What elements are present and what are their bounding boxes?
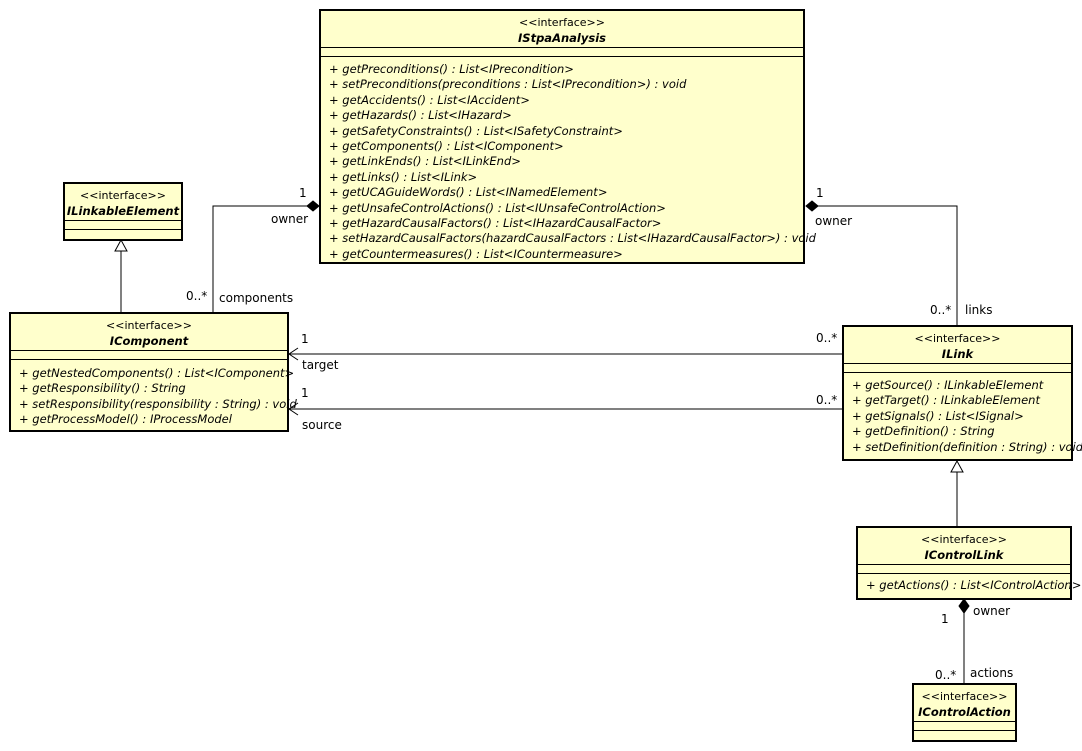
role-label: target <box>302 358 339 372</box>
attributes-separator <box>914 721 1015 722</box>
attributes-separator <box>858 564 1070 565</box>
composition-diamond-actions <box>958 598 970 614</box>
operation: + getUnsafeControlActions() : List<IUnsa… <box>329 200 666 215</box>
stereotype-label: <<interface>> <box>914 332 1001 345</box>
role-label: owner <box>815 214 853 228</box>
operation: + setPreconditions(preconditions : List<… <box>329 77 687 92</box>
class-name: IControlAction <box>918 705 1011 719</box>
role-label: actions <box>970 666 1014 680</box>
class-icontrolaction[interactable]: <<interface>> IControlAction <box>912 683 1017 742</box>
operation: + getLinkEnds() : List<ILinkEnd> <box>329 154 521 169</box>
stereotype-label: <<interface>> <box>80 189 166 202</box>
stereotype-label: <<interface>> <box>519 16 605 29</box>
operation: + getAccidents() : List<IAccident> <box>329 92 530 107</box>
multiplicity-label: 1 <box>941 612 949 626</box>
generalization-arrow-linkable <box>114 238 128 252</box>
operation: + getUCAGuideWords() : List<INamedElemen… <box>329 185 608 200</box>
operation: + getCountermeasures() : List<ICounterme… <box>329 246 623 261</box>
operations-separator <box>858 573 1070 574</box>
attributes-separator <box>844 363 1071 364</box>
operation: + getSource() : ILinkableElement <box>852 378 1044 392</box>
multiplicity-label: 0..* <box>186 289 208 303</box>
operation: + getSafetyConstraints() : List<ISafetyC… <box>329 123 623 138</box>
role-label: owner <box>973 604 1011 618</box>
operation: + getNestedComponents() : List<IComponen… <box>19 366 295 380</box>
stereotype-label: <<interface>> <box>921 690 1008 703</box>
class-ilinkableelement[interactable]: <<interface>> ILinkableElement <box>63 182 183 241</box>
multiplicity-label: 0..* <box>816 331 838 345</box>
operations-list: + getSource() : ILinkableElement + getTa… <box>852 378 1082 455</box>
class-name: IControlLink <box>924 548 1004 562</box>
class-istpaanalysis[interactable]: <<interface>> IStpaAnalysis + getPrecond… <box>319 9 816 264</box>
operation: + getPreconditions() : List<IPreconditio… <box>329 62 574 76</box>
multiplicity-label: 1 <box>301 386 309 400</box>
attributes-separator <box>321 47 803 48</box>
operation: + getComponents() : List<IComponent> <box>329 139 564 154</box>
multiplicity-label: 1 <box>299 186 307 200</box>
multiplicity-label: 0..* <box>816 393 838 407</box>
operation: + getActions() : List<IControlAction> <box>866 578 1082 592</box>
operation: + getTarget() : ILinkableElement <box>852 393 1040 408</box>
operations-separator <box>65 229 181 230</box>
operations-separator <box>844 372 1071 373</box>
class-name: IComponent <box>109 334 189 348</box>
multiplicity-label: 0..* <box>930 303 952 317</box>
composition-diamond-links <box>805 200 819 212</box>
attributes-separator <box>65 220 181 221</box>
multiplicity-label: 1 <box>301 332 309 346</box>
operation: + getSignals() : List<ISignal> <box>852 408 1024 423</box>
arrowhead-target <box>288 347 299 361</box>
operations-list: + getActions() : List<IControlAction> <box>866 578 1082 593</box>
operation: + getHazardCausalFactors() : List<IHazar… <box>329 216 662 231</box>
multiplicity-label: 0..* <box>935 668 957 682</box>
class-name: IStpaAnalysis <box>518 31 606 45</box>
operations-list: + getNestedComponents() : List<IComponen… <box>19 366 297 428</box>
operation: + setResponsibility(responsibility : Str… <box>19 396 297 411</box>
operation: + setHazardCausalFactors(hazardCausalFac… <box>329 231 816 246</box>
operation: + setDefinition(definition : String) : v… <box>852 439 1082 454</box>
operation: + getHazards() : List<IHazard> <box>329 108 512 123</box>
stereotype-label: <<interface>> <box>106 319 192 332</box>
composition-components-line <box>212 205 307 312</box>
generalization-arrow-link <box>950 459 964 473</box>
operation: + getLinks() : List<ILink> <box>329 169 478 184</box>
role-label: source <box>302 418 342 432</box>
role-label: links <box>965 303 993 317</box>
operations-separator <box>321 56 803 57</box>
arrowhead-source <box>288 402 299 416</box>
class-name: ILink <box>941 347 974 361</box>
class-icontrollink[interactable]: <<interface>> IControlLink + getActions(… <box>856 526 1082 600</box>
operation: + getProcessModel() : IProcessModel <box>19 412 232 427</box>
operations-separator <box>914 730 1015 731</box>
operations-list: + getPreconditions() : List<IPreconditio… <box>329 62 816 262</box>
stereotype-label: <<interface>> <box>921 533 1007 546</box>
composition-links-line <box>818 205 958 325</box>
operation: + getDefinition() : String <box>852 424 995 439</box>
class-name: ILinkableElement <box>66 204 180 218</box>
composition-diamond-components <box>306 200 320 212</box>
multiplicity-label: 1 <box>816 186 824 200</box>
class-icomponent[interactable]: <<interface>> IComponent + getNestedComp… <box>9 312 297 432</box>
role-label: components <box>219 291 294 305</box>
role-label: owner <box>271 212 309 226</box>
class-ilink[interactable]: <<interface>> ILink + getSource() : ILin… <box>842 325 1082 461</box>
operations-separator <box>11 359 287 360</box>
attributes-separator <box>11 350 287 351</box>
operation: + getResponsibility() : String <box>19 381 186 396</box>
